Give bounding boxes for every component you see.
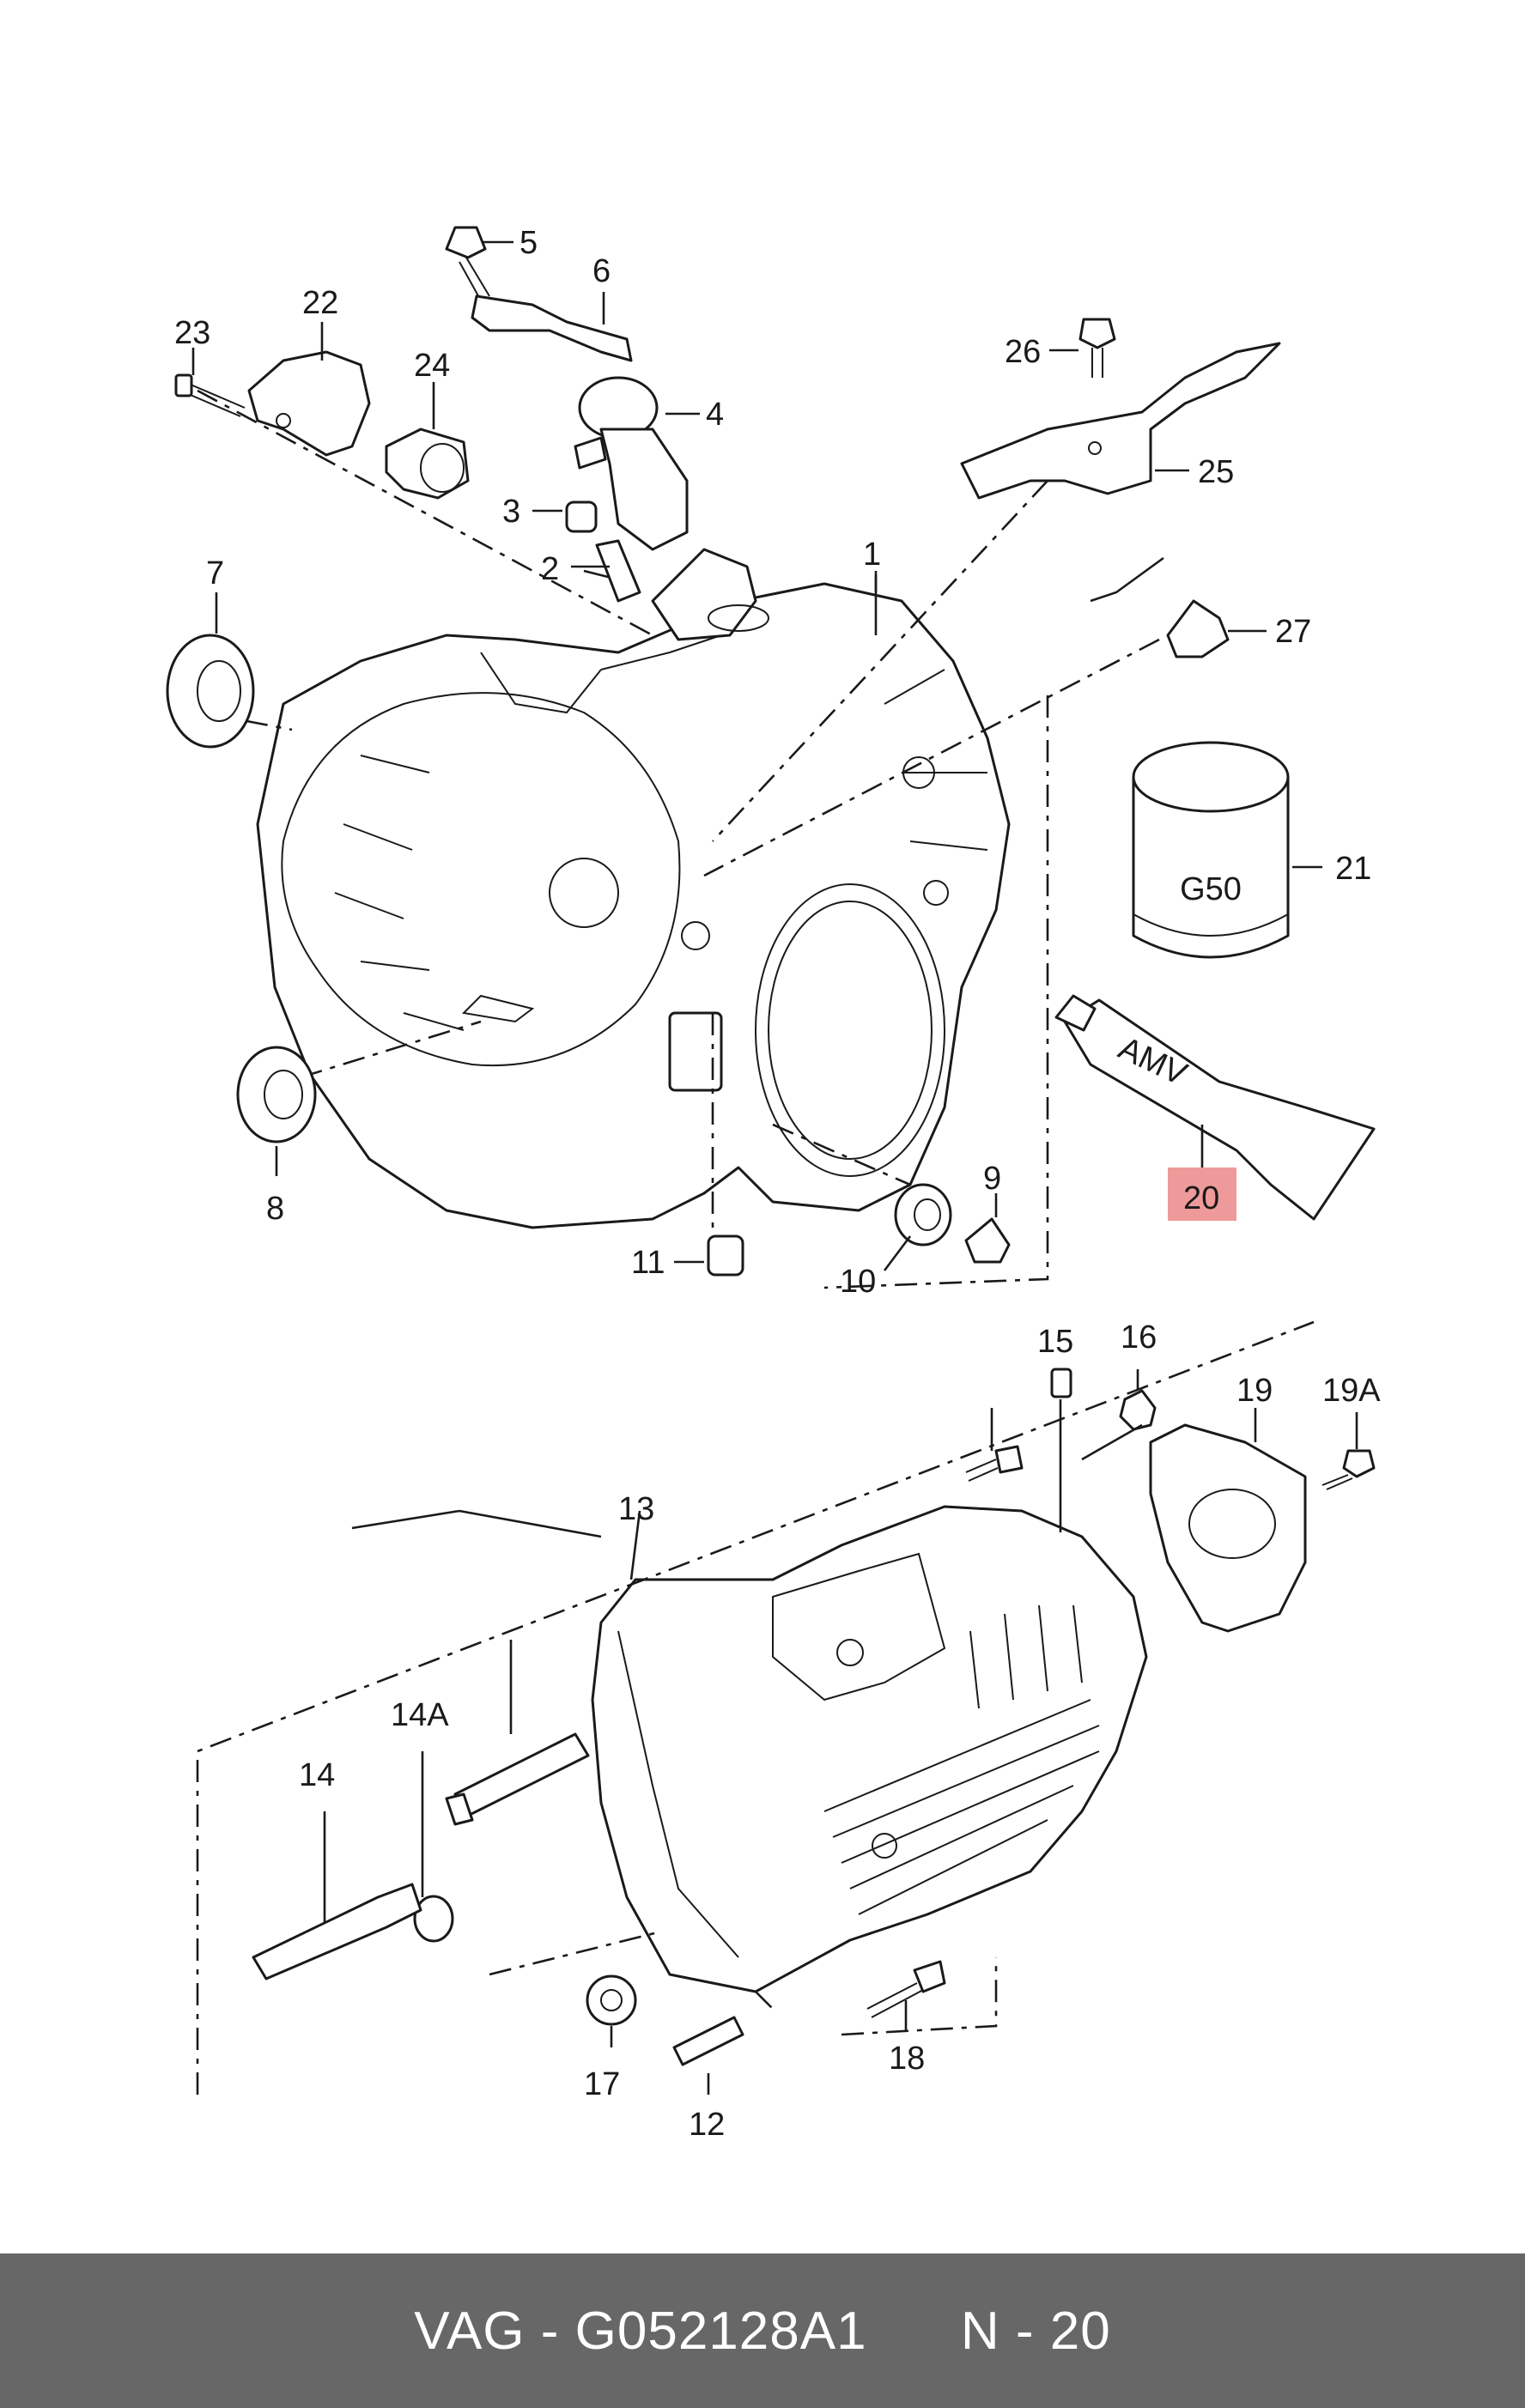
label-15: 15 [1037,1324,1073,1360]
part-6-bracket [471,294,633,362]
label-14: 14 [299,1757,335,1793]
part-24-sender [385,428,470,500]
label-10: 10 [840,1264,876,1300]
label-16: 16 [1121,1319,1157,1356]
gearbox-housing-upper [256,548,1011,1229]
part-number-footer: VAG - G052128A1 N - 20 [0,2253,1525,2408]
label-14A: 14A [391,1697,449,1733]
part-14A-sleeve [413,1732,590,1943]
part-19-cover [1149,1423,1307,1633]
part-12-pin [672,2016,744,2066]
part-14-rod [252,1883,422,1980]
label-19A: 19A [1322,1373,1381,1409]
part-27-cap [1166,599,1230,658]
part-22-bracket [247,350,371,457]
label-9: 9 [983,1161,1001,1197]
label-6: 6 [592,253,611,289]
part-10-seal [894,1183,952,1246]
label-11: 11 [631,1245,665,1281]
label-26: 26 [1005,334,1041,370]
part-11-plug [707,1234,744,1277]
label-17: 17 [584,2066,620,2102]
label-27: 27 [1275,614,1311,650]
part-8-seal [236,1046,317,1143]
label-3: 3 [502,494,520,530]
callout-labels: 1 2 3 4 5 6 7 8 9 10 11 12 13 14 14A 15 … [174,225,1381,2143]
label-20: 20 [1183,1180,1219,1216]
part-16-nut [1119,1389,1157,1431]
label-23: 23 [174,315,210,351]
part-19A-bolt [1321,1449,1376,1490]
label-12: 12 [689,2107,725,2143]
part-15-bolt [965,1368,1072,1482]
label-4: 4 [706,397,724,433]
label-2: 2 [541,551,559,587]
label-13: 13 [618,1491,654,1527]
label-18: 18 [889,2041,925,2077]
part-3-plug [565,500,598,533]
label-22: 22 [302,285,338,321]
label-7: 7 [206,555,224,591]
label-8: 8 [266,1191,284,1227]
gearbox-housing-lower [591,1505,1148,1993]
leader-lines-lower [196,1320,1315,2095]
label-19: 19 [1236,1373,1273,1409]
part-2-pin [595,539,641,603]
part-7-seal [166,634,255,749]
part-25-bracket [960,342,1281,500]
part-21-oil-can: G50 [1132,741,1290,959]
label-1: 1 [863,537,881,573]
footer-text: VAG - G052128A1 N - 20 [414,2301,1111,2361]
part-17-bushing [586,1974,637,2026]
exploded-parts-diagram: G50 AMV [166,225,1381,2143]
label-25: 25 [1198,454,1234,490]
part-18-bolt [866,1960,946,2018]
can-text: G50 [1180,871,1242,907]
label-24: 24 [414,348,450,384]
part-9-sleeve [964,1217,1011,1264]
part-26-bolt [1078,318,1116,378]
part-4-sensor [574,376,689,551]
part-23-screw [174,373,246,417]
part-5-bolt [445,226,490,301]
label-20-highlight [1168,1168,1236,1221]
label-21: 21 [1335,851,1371,887]
label-5: 5 [519,225,538,261]
